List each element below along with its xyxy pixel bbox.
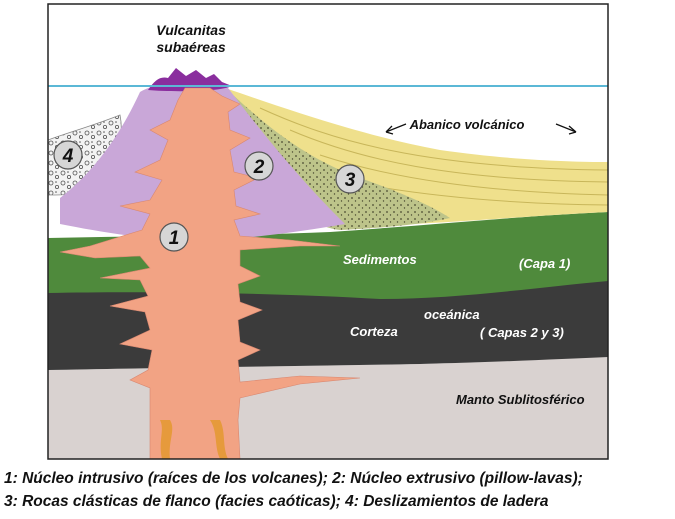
marker-4: 4 (53, 140, 83, 170)
layers-2-3-label: ( Capas 2 y 3) (480, 325, 564, 340)
subaerial-volcanics-label-2: subaéreas (156, 39, 225, 55)
marker-1: 1 (159, 222, 189, 252)
subaerial-volcanics-label: Vulcanitas (156, 22, 226, 38)
svg-text:4: 4 (62, 146, 74, 167)
marker-3: 3 (335, 164, 365, 194)
mantle-label: Manto Sublitosférico (456, 392, 585, 407)
mantle-layer (48, 356, 608, 459)
crust-label-2: oceánica (424, 307, 480, 322)
volcanic-fan-label: Abanico volcánico (409, 117, 525, 132)
layer-1-label: (Capa 1) (519, 256, 570, 271)
sediments-label: Sedimentos (343, 252, 417, 267)
svg-text:2: 2 (253, 157, 265, 178)
caption-line-1: 1: Núcleo intrusivo (raíces de los volca… (4, 470, 583, 487)
fan-arrow-right-icon (555, 123, 577, 135)
diagram-frame (47, 3, 609, 460)
marker-2: 2 (244, 151, 274, 181)
crust-label-1: Corteza (350, 324, 398, 339)
feeder-dikes (160, 420, 228, 459)
fan-arrow-left-icon (385, 123, 407, 135)
intrusive-core (59, 87, 361, 459)
caption-line-2: 3: Rocas clásticas de flanco (facies caó… (4, 493, 549, 510)
svg-text:3: 3 (345, 170, 356, 191)
svg-text:1: 1 (169, 228, 180, 249)
